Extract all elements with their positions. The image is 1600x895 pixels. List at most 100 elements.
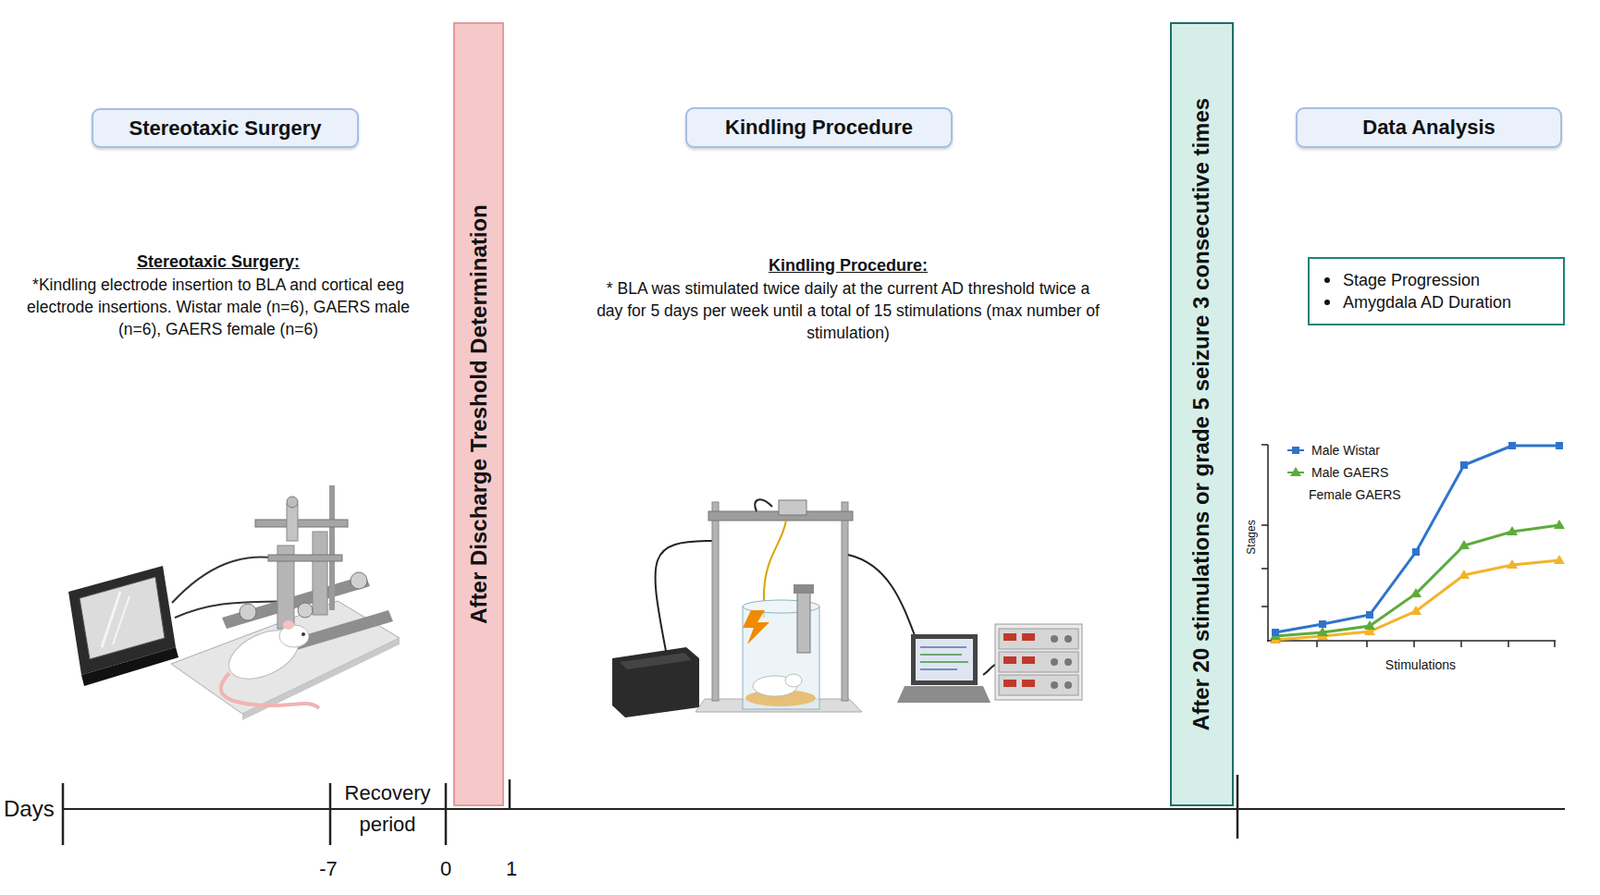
line-chart-part [1413,640,1416,648]
line-chart-part [1275,525,1560,637]
stereotaxic-frame-illustration-part [221,575,370,629]
band-text: After Discharge Treshold Determination [466,204,493,624]
kindling-apparatus-illustration-part [998,652,1079,673]
section-note-body: * BLA was stimulated twice daily at the … [593,277,1103,345]
day-number: 0 [418,857,474,882]
stereotaxic-frame-illustration-part [172,557,278,604]
stereotaxic-frame-illustration-part [286,504,298,542]
line-chart-part [1507,640,1510,648]
stereotaxic-frame-illustration-part [350,572,368,590]
kindling-apparatus-illustration-part [654,541,713,652]
kindling-apparatus-illustration-part [1003,679,1017,688]
line-chart-part [1275,445,1560,633]
kindling-apparatus-illustration-part [920,668,958,671]
kindling-apparatus-illustration-part [793,584,814,594]
kindling-apparatus-illustration-part [920,653,962,656]
line-chart-part-part [1506,526,1518,536]
line-chart-part-part [1553,519,1565,530]
axis-label: Days [3,796,60,823]
bullet-dot [1324,277,1330,284]
line-chart-part-part [1508,442,1516,450]
header-text: Data Analysis [1362,115,1495,140]
stereotaxic-frame-illustration-part [101,591,121,648]
kindling-apparatus-illustration-part [998,628,1079,650]
timeline-part [1236,775,1240,839]
phase-band: After Discharge Treshold Determination [453,22,505,807]
timeline-part [508,779,512,810]
stereotaxic-frame-illustration-part [301,632,306,637]
kindling-apparatus-illustration-part [619,652,692,670]
stereotaxic-frame-illustration-part [239,603,257,621]
line-chart-part-part [1410,588,1422,598]
stereotaxic-frame-illustration-part [221,673,320,709]
legend-entry: Female GAERS [1308,486,1402,504]
header-text: Kindling Procedure [725,115,913,140]
kindling-apparatus-illustration-part [1003,633,1017,641]
line-chart-part [1553,640,1556,648]
line-chart-part-part [1460,461,1468,469]
kindling-apparatus-illustration-part [797,588,811,653]
line-chart-part-part [1271,628,1280,637]
kindling-apparatus-illustration-part [1050,658,1059,666]
axis-title: Stages [1244,509,1258,566]
kindling-apparatus-illustration [612,499,1083,718]
stereotaxic-frame-illustration-part [79,577,165,660]
line-chart-part-part [1316,627,1329,637]
kindling-apparatus-illustration-part [612,647,700,718]
legend-entry: Male GAERS [1311,464,1389,481]
kindling-apparatus-illustration-part [1064,658,1072,666]
line-chart-part [1269,519,1565,640]
measure-list-box: Stage ProgressionAmygdala AD Duration [1307,257,1565,326]
day-number: 1 [483,857,540,882]
section-header: Kindling Procedure [685,107,953,148]
kindling-apparatus-illustration-part [1050,635,1059,643]
line-chart-part-part [1364,620,1376,630]
line-chart-part-part [1458,540,1470,550]
kindling-apparatus-illustration-part [712,502,719,702]
line-chart-part-part [1555,442,1564,450]
kindling-apparatus-illustration-part [897,686,991,703]
legend-sample [1287,446,1305,477]
section-header: Stereotaxic Surgery [91,108,359,148]
kindling-apparatus-illustration-part [1021,633,1035,641]
kindling-apparatus-illustration-part [910,634,978,686]
line-chart-part-part [1412,548,1420,556]
kindling-apparatus-illustration-part [1064,681,1072,690]
line-chart-part-part [1366,611,1374,619]
line-chart-part-part [1458,569,1470,579]
timeline-part [444,783,448,846]
kindling-apparatus-illustration-part [841,502,849,702]
stereotaxic-frame-illustration-part [297,603,313,618]
section-note-heading: Kindling Procedure: [591,255,1105,276]
kindling-apparatus-illustration-part [778,500,807,516]
axis-title: Stimulations [1365,657,1477,674]
timeline-part [62,808,1565,811]
header-text: Stereotaxic Surgery [129,116,322,141]
timeline-part [61,783,65,846]
line-chart-part [1460,640,1463,648]
line-chart-part-part [1318,620,1327,628]
line-chart [1261,442,1565,648]
line-chart-part [1366,640,1368,648]
kindling-apparatus-illustration-part [915,639,973,681]
line-chart-part [1271,442,1564,637]
day-number: -7 [300,857,357,882]
kindling-apparatus-illustration-part [1003,656,1017,665]
stereotaxic-frame-illustration [68,485,400,721]
line-chart-part [1267,640,1556,642]
section-note-body: *Kindling electrode insertion to BLA and… [20,273,417,341]
bullet-dot [1324,299,1330,306]
bullet-row: Stage Progression [1324,269,1547,292]
bullet-row: Amygdala AD Duration [1324,291,1547,314]
line-chart-part [1261,524,1268,527]
stereotaxic-frame-illustration-part [329,485,335,611]
timeline-part [329,783,333,846]
stereotaxic-frame-illustration-part [279,625,309,648]
stereotaxic-frame-illustration-part [112,596,130,645]
phase-band: After 20 stimulations or grade 5 seizure… [1169,22,1234,807]
period-label: Recovery period [341,777,434,841]
line-chart-part [1267,444,1269,642]
line-chart-part-part [1410,605,1422,616]
legend-sample-part [1290,467,1302,477]
